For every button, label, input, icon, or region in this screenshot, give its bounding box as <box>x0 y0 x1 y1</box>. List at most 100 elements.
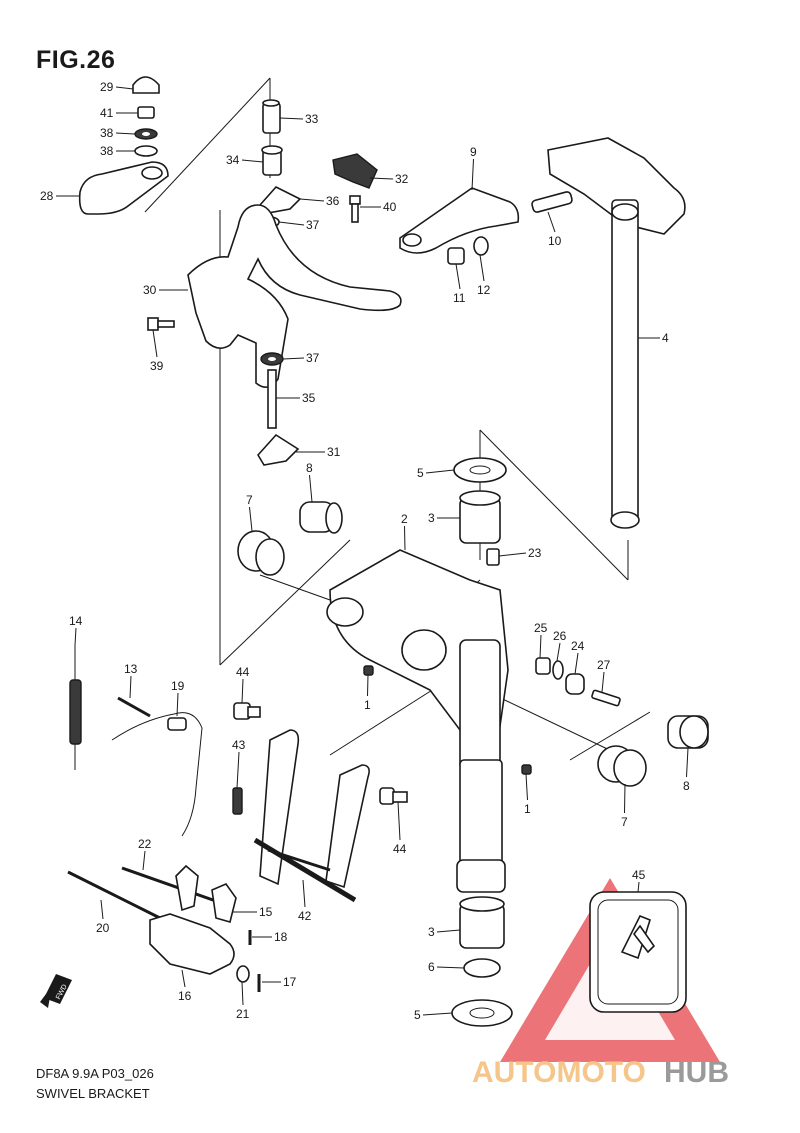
callout-44: 44 <box>236 665 250 679</box>
callout-43: 43 <box>232 738 246 752</box>
part-28-lever <box>78 161 169 215</box>
callout-leader-8 <box>309 474 313 503</box>
callout-leader-36 <box>299 198 325 202</box>
part-5-washer-lower <box>451 999 513 1027</box>
callout-leader-34 <box>241 159 264 163</box>
callout-22: 22 <box>138 837 152 851</box>
callout-28: 28 <box>40 189 54 203</box>
figure-title: FIG.26 <box>36 46 116 74</box>
callout-leader-7 <box>249 506 253 532</box>
callout-19: 19 <box>171 679 185 693</box>
callout-16: 16 <box>178 989 192 1003</box>
callout-5: 5 <box>414 1008 421 1022</box>
part-32-cam <box>332 153 378 189</box>
figure-name: SWIVEL BRACKET <box>36 1086 150 1101</box>
callout-37: 37 <box>306 218 320 232</box>
part-7-bushing-lower <box>597 745 647 787</box>
callout-leader-2 <box>404 525 406 551</box>
part-45-decal <box>589 891 687 1013</box>
part-7-bushing-upper <box>237 530 285 576</box>
callout-36: 36 <box>326 194 340 208</box>
callout-leader-29 <box>115 86 134 90</box>
figure-code: DF8A 9.9A P03_026 <box>36 1066 154 1081</box>
part-44-bolt-lower <box>379 787 408 805</box>
part-37-washer-lower <box>260 352 284 366</box>
fwd-arrow-icon: FWD <box>40 974 72 1008</box>
part-11-nut <box>447 247 465 265</box>
part-10-spring <box>531 191 573 213</box>
callout-leader-37 <box>282 357 305 360</box>
part-44-bolt-upper <box>233 702 261 720</box>
callout-leader-5 <box>422 1012 453 1016</box>
callout-leader-24 <box>574 652 579 675</box>
callout-13: 13 <box>124 662 138 676</box>
callout-leader-7 <box>624 783 626 814</box>
part-43-spring <box>232 787 243 815</box>
callout-4: 4 <box>662 331 669 345</box>
callout-12: 12 <box>477 283 491 297</box>
callout-leaders <box>56 86 689 1016</box>
callout-6: 6 <box>428 960 435 974</box>
part-25-spring <box>535 657 551 675</box>
callout-2: 2 <box>401 512 408 526</box>
part-34-bushing <box>261 145 283 176</box>
part-3-bushing-lower <box>459 896 505 949</box>
callout-leader-9 <box>471 158 474 191</box>
part-40-bolt <box>349 195 361 223</box>
callout-9: 9 <box>470 145 477 159</box>
callout-8: 8 <box>683 779 690 793</box>
part-8-bushing-upper <box>299 501 343 534</box>
part-9-arm <box>399 187 520 254</box>
watermark-hub: HUB <box>664 1056 729 1089</box>
callout-38: 38 <box>100 144 114 158</box>
part-41-nut <box>137 106 155 119</box>
part-12-washer <box>473 236 489 256</box>
part-3-bushing-top <box>459 490 501 544</box>
part-39-bolt <box>147 317 175 331</box>
callout-7: 7 <box>621 815 628 829</box>
part-2-swivel-bracket <box>326 549 509 771</box>
callout-35: 35 <box>302 391 316 405</box>
callout-20: 20 <box>96 921 110 935</box>
callout-21: 21 <box>236 1007 250 1021</box>
callout-leader-26 <box>556 642 561 662</box>
callout-37: 37 <box>306 351 320 365</box>
callout-14: 14 <box>69 614 83 628</box>
callout-38: 38 <box>100 126 114 140</box>
callout-leader-27 <box>601 671 605 693</box>
callout-17: 17 <box>283 975 297 989</box>
callout-leader-14 <box>74 627 77 646</box>
part-6-ring <box>463 958 501 978</box>
callout-7: 7 <box>246 493 253 507</box>
callout-8: 8 <box>306 461 313 475</box>
callout-10: 10 <box>548 234 562 248</box>
callout-leader-43 <box>236 751 240 789</box>
part-21-washer <box>236 965 250 983</box>
callout-leader-21 <box>241 981 244 1006</box>
part-27-bolt <box>591 689 621 707</box>
watermark-text: AUTOMOTO HUB <box>472 1056 729 1089</box>
callout-25: 25 <box>534 621 548 635</box>
part-24-knob <box>565 673 585 695</box>
callout-leader-45 <box>637 881 640 893</box>
part-26-washer <box>552 660 564 680</box>
part-19-lever <box>111 712 203 837</box>
part-swivel-tube <box>456 759 506 893</box>
callout-23: 23 <box>528 546 542 560</box>
callout-leader-25 <box>539 634 542 659</box>
callout-leader-23 <box>498 552 527 557</box>
part-14-spring <box>69 645 82 770</box>
callout-leader-38 <box>115 132 136 135</box>
callout-33: 33 <box>305 112 319 126</box>
part-5-washer-top <box>453 457 507 483</box>
callout-leader-3 <box>436 929 461 933</box>
callout-44: 44 <box>393 842 407 856</box>
callout-leader-6 <box>436 966 465 969</box>
callout-leader-8 <box>686 747 689 778</box>
callout-leader-1 <box>367 674 369 697</box>
callout-leader-11 <box>455 263 461 290</box>
callout-leader-1 <box>525 773 528 801</box>
callout-leader-13 <box>129 675 132 699</box>
